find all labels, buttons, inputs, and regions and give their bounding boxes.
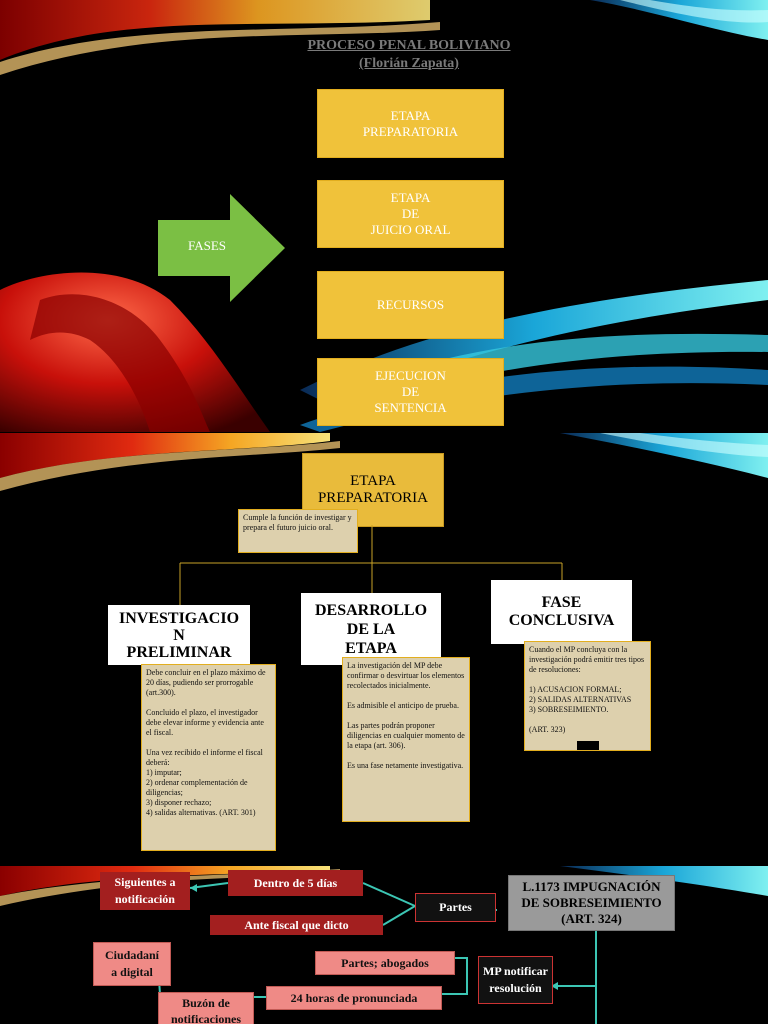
box-mp-notificar: MP notificar resolución xyxy=(478,956,553,1004)
fases-arrow: FASES xyxy=(158,194,286,307)
box-siguientes-notificacion: Siguientes a notificación xyxy=(100,872,190,910)
column-title-fase-conclusiva: FASE CONCLUSIVA xyxy=(491,580,632,644)
box-recursos: RECURSOS xyxy=(317,271,504,339)
header-note: Cumple la función de investigar y prepar… xyxy=(238,509,358,553)
slide-3: Siguientes a notificación Dentro de 5 dí… xyxy=(0,866,768,1024)
slide-2: ETAPA PREPARATORIA Cumple la función de … xyxy=(0,433,768,865)
column-note-desarrollo-etapa: La investigación del MP debe confirmar o… xyxy=(342,657,470,822)
column-note-fase-conclusiva: Cuando el MP concluya con la investigaci… xyxy=(524,641,651,751)
box-impugnacion-sobreseimiento: L.1173 IMPUGNACIÓN DE SOBRESEIMIENTO (AR… xyxy=(508,875,675,931)
box-ante-fiscal: Ante fiscal que dicto xyxy=(210,915,383,935)
decorative-swoosh-background xyxy=(0,433,768,491)
box-ejecucion-sentencia: EJECUCION DE SENTENCIA xyxy=(317,358,504,426)
box-etapa-preparatoria: ETAPA PREPARATORIA xyxy=(317,89,504,158)
slide-title: PROCESO PENAL BOLIVIANO xyxy=(307,38,511,53)
decorative-swoosh-background xyxy=(0,0,768,432)
connector-lines xyxy=(179,525,563,605)
box-buzon-notificaciones: Buzón de notificaciones xyxy=(158,992,254,1024)
box-ciudadania-digital: Ciudadaní a digital xyxy=(93,942,171,986)
box-dentro-5-dias: Dentro de 5 días xyxy=(228,870,363,896)
box-partes: Partes xyxy=(415,893,496,922)
slide-subtitle: (Florián Zapata) xyxy=(359,56,459,71)
column-title-investigacion-preliminar: INVESTIGACIO N PRELIMINAR xyxy=(108,605,250,665)
header-etapa-preparatoria: ETAPA PREPARATORIA xyxy=(302,453,444,527)
box-24-horas: 24 horas de pronunciada xyxy=(266,986,442,1010)
fases-label: FASES xyxy=(187,238,227,253)
slide-1: PROCESO PENAL BOLIVIANO (Florián Zapata)… xyxy=(0,0,768,432)
black-marker xyxy=(577,741,599,750)
column-title-desarrollo-etapa: DESARROLLO DE LA ETAPA xyxy=(301,593,441,665)
box-partes-abogados: Partes; abogados xyxy=(315,951,455,975)
column-note-investigacion-preliminar: Debe concluir en el plazo máximo de 20 d… xyxy=(141,664,276,851)
box-etapa-juicio-oral: ETAPA DE JUICIO ORAL xyxy=(317,180,504,248)
